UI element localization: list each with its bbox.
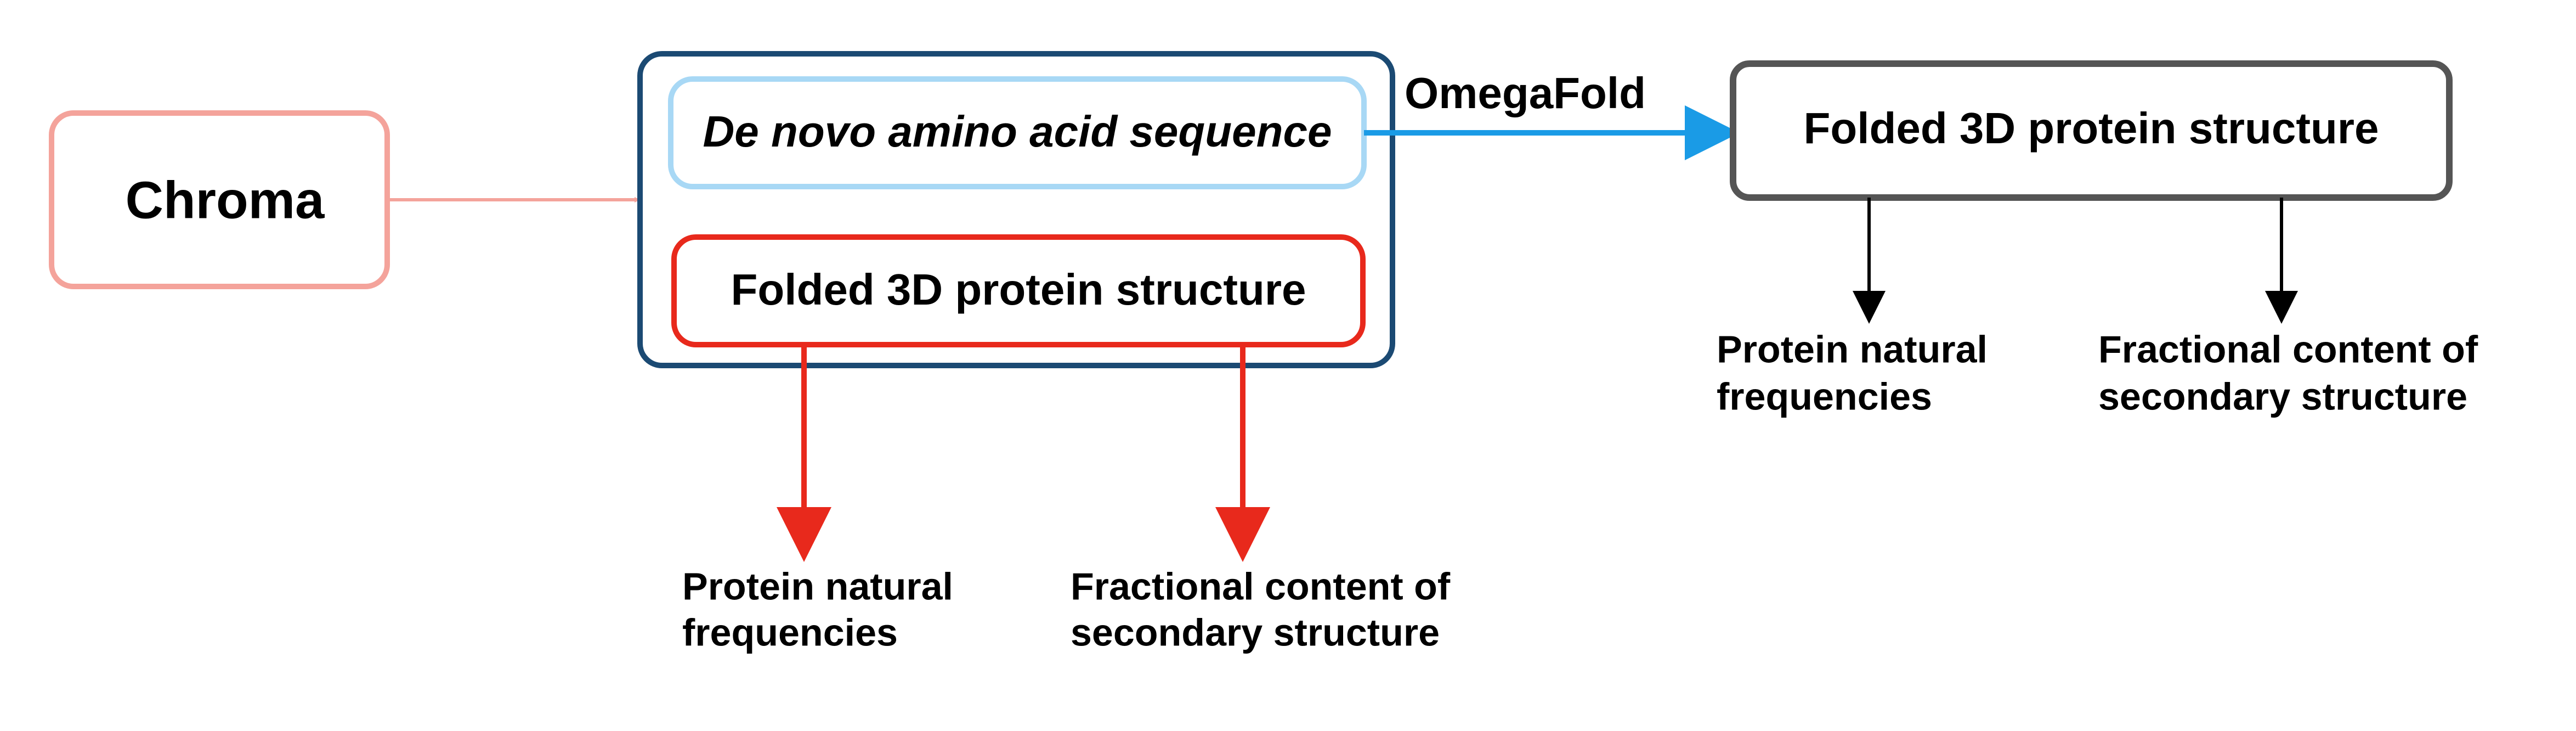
- structure-box-right: [1730, 60, 2453, 201]
- structure-label-right: Folded 3D protein structure: [1804, 104, 2379, 153]
- left-secondary-structure-label-line1: Fractional content of: [1071, 565, 1451, 608]
- sequence-label: De novo amino acid sequence: [703, 107, 1332, 156]
- right-frequency-label-line1: Protein natural: [1717, 328, 1988, 370]
- left-frequency-label-line1: Protein natural: [682, 565, 953, 608]
- structure-label-left: Folded 3D protein structure: [731, 265, 1306, 314]
- omegafold-label: OmegaFold: [1405, 69, 1646, 117]
- right-secondary-structure-label-line1: Fractional content of: [2098, 328, 2478, 370]
- chroma-label: Chroma: [126, 171, 325, 229]
- right-frequency-label-line2: frequencies: [1717, 375, 1932, 418]
- left-frequency-label-line2: frequencies: [682, 611, 898, 654]
- right-secondary-structure-label-line2: secondary structure: [2098, 375, 2467, 418]
- left-secondary-structure-label-line2: secondary structure: [1071, 611, 1440, 654]
- structure-box-left: [671, 234, 1366, 347]
